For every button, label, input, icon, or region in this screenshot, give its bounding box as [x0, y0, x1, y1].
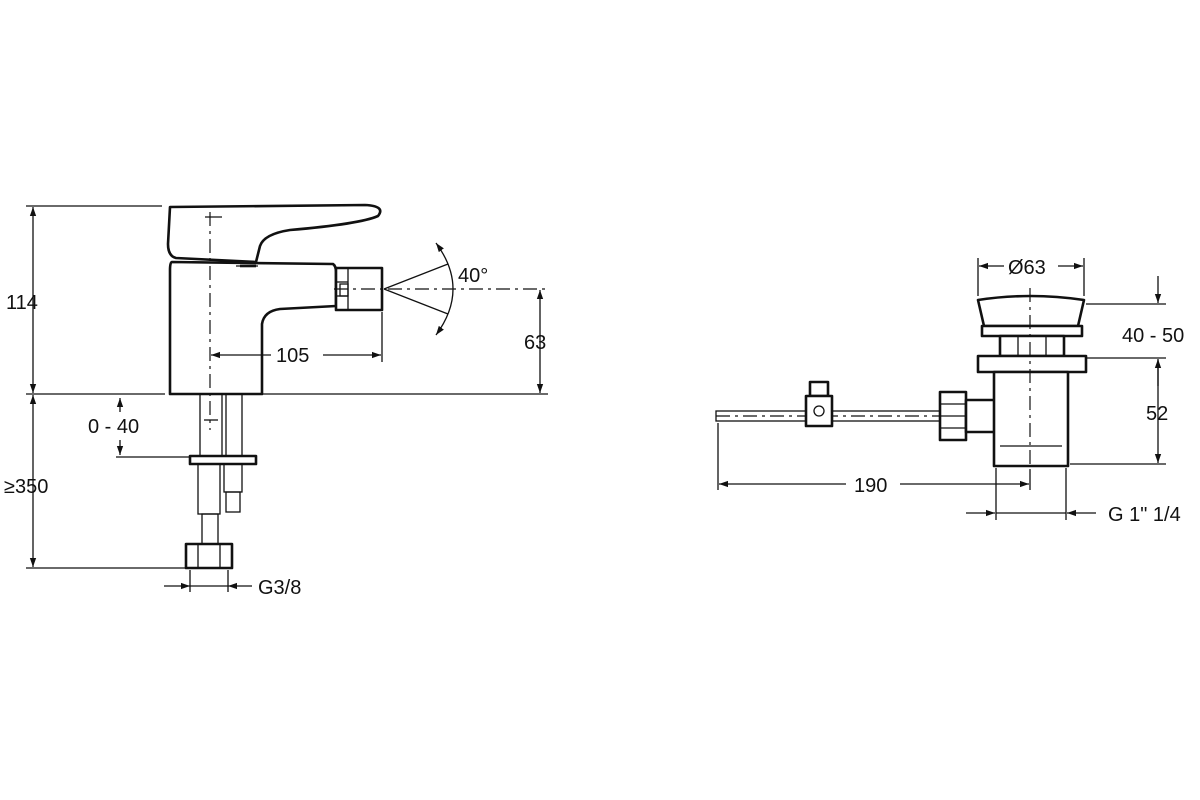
- spout-reach-label: 105: [276, 345, 309, 367]
- hose-length-label: ≥350: [4, 476, 48, 498]
- pivot-nut: [938, 390, 998, 442]
- waste-thread-label: G 1" 1/4: [1108, 504, 1181, 526]
- spray-angle-label: 40°: [458, 265, 488, 287]
- supply-hoses: [184, 393, 258, 570]
- waste-diameter-label: Ø63: [1008, 257, 1046, 279]
- pop-up-waste-side-view: [715, 288, 1088, 470]
- rod-length-label: 190: [854, 475, 887, 497]
- waste-nut: [976, 354, 1088, 374]
- waste-adjust-label: 40 - 50: [1122, 325, 1184, 347]
- mixer-lever: [166, 203, 382, 264]
- spout-height-label: 63: [524, 332, 546, 354]
- spray-angle-arc: [435, 242, 454, 336]
- hose-thread-label: G3/8: [258, 577, 301, 599]
- waste-dimensions: Ø63 40 - 50 52 190 G 1" 1/4: [717, 252, 1184, 526]
- waste-washer: [980, 324, 1084, 338]
- waste-body: [992, 370, 1070, 468]
- bidet-mixer-side-view: [166, 203, 548, 570]
- rod-clamp: [804, 380, 834, 428]
- waste-depth-label: 52: [1146, 403, 1168, 425]
- mixer-body: [168, 260, 338, 396]
- deck-thickness-label: 0 - 40: [88, 416, 139, 438]
- mixer-dimensions: 114 105 40° 63 0 - 40 ≥350 G3/8: [4, 205, 548, 599]
- tap-height-label: 114: [6, 292, 38, 314]
- waste-flange: [976, 294, 1086, 328]
